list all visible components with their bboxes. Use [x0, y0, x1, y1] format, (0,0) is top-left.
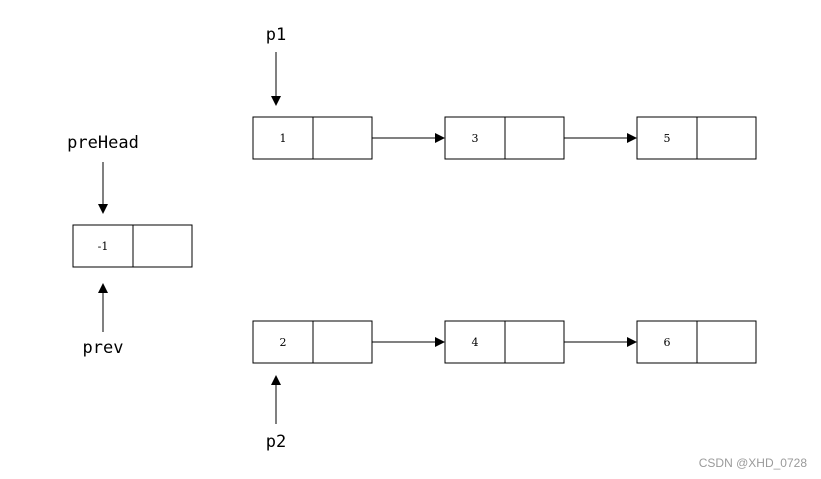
node-value: -1: [98, 240, 109, 253]
node-5: 5: [636, 116, 757, 160]
pointer-label-p2: p2: [266, 432, 286, 452]
node-value: 6: [664, 336, 671, 349]
node-value: 5: [664, 132, 671, 145]
node-value: 3: [472, 132, 479, 145]
pointer-label-p1: p1: [266, 25, 286, 45]
node-value: 4: [472, 336, 479, 349]
node-prehead: -1: [72, 224, 193, 268]
node-value: 1: [280, 132, 287, 145]
node-1: 1: [252, 116, 373, 160]
node-value: 2: [280, 336, 287, 349]
node-3: 3: [444, 116, 565, 160]
pointer-label-prehead: preHead: [67, 133, 139, 153]
node-6: 6: [636, 320, 757, 364]
watermark-text: CSDN @XHD_0728: [698, 456, 807, 470]
node-4: 4: [444, 320, 565, 364]
node-2: 2: [252, 320, 373, 364]
pointer-label-prev: prev: [83, 338, 124, 358]
